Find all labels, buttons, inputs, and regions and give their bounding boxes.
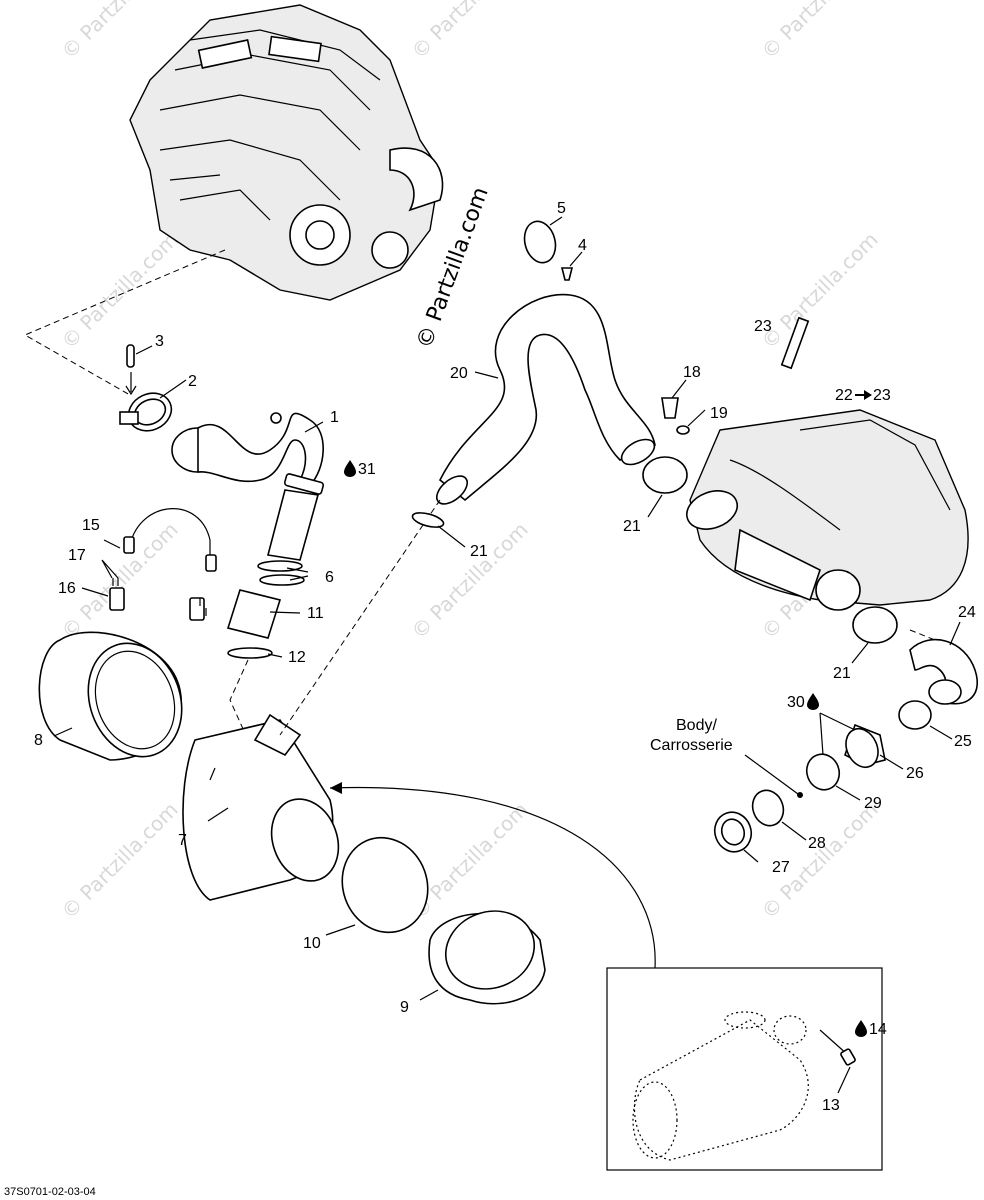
callout-1: 1 xyxy=(330,409,339,426)
lubricant-drop-icon xyxy=(855,1020,867,1037)
part-5-oring xyxy=(523,220,557,264)
part-27-nut xyxy=(713,811,753,853)
part-25-clamp xyxy=(898,700,932,730)
callout-19: 19 xyxy=(710,405,728,422)
inset-box xyxy=(606,967,883,1171)
callout-21b: 21 xyxy=(623,518,641,535)
part-29-gasket xyxy=(805,753,841,791)
reference-code: 37S0701-02-03-04 xyxy=(4,1186,96,1198)
callout-16: 16 xyxy=(58,580,76,597)
callout-12: 12 xyxy=(288,649,306,666)
right-arrow-icon xyxy=(855,390,872,400)
callout-14: 14 xyxy=(869,1021,887,1038)
watermark-tile: © Partzilla.com xyxy=(407,517,533,643)
body-leader xyxy=(744,754,799,795)
part-9-cap xyxy=(428,910,546,1005)
body-point xyxy=(797,792,803,798)
callout-15: 15 xyxy=(82,517,100,534)
leader-lines xyxy=(53,216,961,1094)
part-7-muffler xyxy=(182,713,340,901)
part-19-washer xyxy=(676,425,690,435)
callout-3: 3 xyxy=(155,333,164,350)
callout-7: 7 xyxy=(178,832,187,849)
callout-6: 6 xyxy=(325,569,334,586)
watermark-tile: © Partzilla.com xyxy=(57,0,183,64)
callout-26: 26 xyxy=(906,765,924,782)
part-21-clamp-c xyxy=(852,606,898,644)
part-6-gaskets xyxy=(257,560,305,586)
part-2-clamp xyxy=(119,392,173,432)
callout-5: 5 xyxy=(557,200,566,217)
part-3-pin xyxy=(126,344,135,368)
callout-17: 17 xyxy=(68,547,86,564)
watermark-tile: © Partzilla.com xyxy=(757,227,883,353)
callout-23a: 23 xyxy=(873,387,891,404)
callout-2: 2 xyxy=(188,373,197,390)
part-1-manifold xyxy=(171,412,325,561)
part-18-plug xyxy=(661,397,679,419)
callout-29: 29 xyxy=(864,795,882,812)
callout-24: 24 xyxy=(958,604,976,621)
inset-link-arrow xyxy=(329,786,656,969)
part-16-brackets xyxy=(109,578,207,621)
callout-27: 27 xyxy=(772,859,790,876)
callout-25: 25 xyxy=(954,733,972,750)
body-label-line2: Carrosserie xyxy=(650,737,733,754)
callout-9: 9 xyxy=(400,999,409,1016)
body-label-line1: Body/ xyxy=(676,717,717,734)
part-21-clamp-a xyxy=(411,512,445,528)
callout-31: 31 xyxy=(358,461,376,478)
part-20-hose xyxy=(435,293,656,505)
inset-muffler xyxy=(632,1011,856,1161)
watermark-tile: © Partzilla.com xyxy=(757,0,883,64)
callout-11: 11 xyxy=(307,605,324,622)
part-22-resonator xyxy=(686,409,969,611)
callout-13: 13 xyxy=(822,1097,840,1114)
callout-8: 8 xyxy=(34,732,43,749)
lubricant-drop-icon xyxy=(344,460,356,477)
callout-4: 4 xyxy=(578,237,587,254)
part-15-cable xyxy=(123,508,217,572)
watermark-tile: © Partzilla.com xyxy=(57,797,183,923)
callout-22: 22 xyxy=(835,387,853,404)
part-10-ring xyxy=(341,836,429,934)
part-28-gasket xyxy=(751,789,785,827)
watermark-tile: © Partzilla.com xyxy=(407,0,533,64)
lubricant-drop-icon xyxy=(807,693,819,710)
callout-labels: 1 2 3 4 5 6 7 8 9 10 11 12 13 14 15 16 1… xyxy=(34,200,976,1114)
part-12-clamp xyxy=(227,647,273,659)
callout-28: 28 xyxy=(808,835,826,852)
part-11-sleeve xyxy=(226,589,282,639)
engine-block xyxy=(129,4,444,301)
part-8-heat-shield xyxy=(38,631,183,761)
callout-10: 10 xyxy=(303,935,321,952)
callout-21a: 21 xyxy=(470,543,488,560)
callout-30: 30 xyxy=(787,694,805,711)
part-21-clamp-b xyxy=(642,456,688,494)
callout-23b: 23 xyxy=(754,318,772,335)
part-23-rod xyxy=(780,316,810,370)
part-26-outlet xyxy=(844,723,886,769)
callout-20: 20 xyxy=(450,365,468,382)
part-24-elbow xyxy=(909,638,978,705)
part-4-screw xyxy=(560,267,574,281)
callout-21c: 21 xyxy=(833,665,851,682)
callout-18: 18 xyxy=(683,364,701,381)
